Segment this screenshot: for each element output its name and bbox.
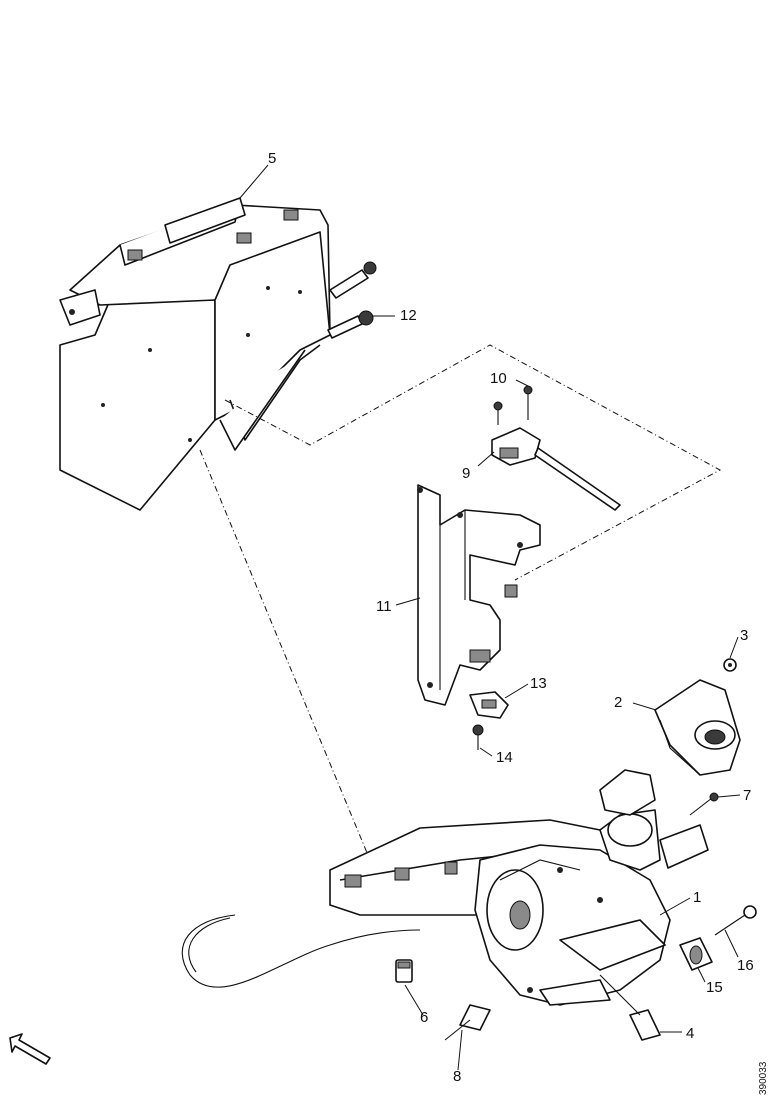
subassembly-outline (199, 344, 722, 861)
callout-11: 11 (376, 598, 392, 615)
callout-14: 14 (496, 749, 513, 766)
cable (181, 914, 421, 988)
part-2-ring-unit (654, 679, 741, 776)
callout-1: 1 (693, 889, 701, 906)
callout-15: 15 (706, 979, 723, 996)
part-8-switch (444, 1004, 491, 1041)
part-11-mounting-plate (417, 484, 541, 706)
part-1-main-assembly (329, 769, 709, 1006)
part-9-sensor (491, 427, 621, 511)
part-15-bushing (679, 937, 713, 971)
callout-2: 2 (614, 694, 622, 711)
part-12-bolts (327, 261, 377, 339)
part-16-bolt (714, 905, 757, 936)
callout-7: 7 (743, 787, 751, 804)
part-10-screws (493, 385, 533, 425)
part-6-bushing (395, 959, 413, 983)
callout-8: 8 (453, 1068, 461, 1085)
callout-labels: 5 12 10 9 11 13 14 2 3 7 1 16 15 4 6 8 (268, 150, 754, 1085)
part-4-bolt (599, 974, 661, 1041)
reference-number: 390033 (758, 1061, 769, 1095)
leader-lines (239, 164, 741, 1071)
part-3-nut (723, 658, 737, 672)
callout-16: 16 (737, 957, 754, 974)
part-14-screw (472, 724, 484, 750)
part-7-screw (689, 792, 719, 816)
forward-direction-arrow-icon (9, 1033, 51, 1065)
part-13-clip (469, 691, 509, 719)
callout-12: 12 (400, 307, 417, 324)
callout-5: 5 (268, 150, 276, 167)
callout-6: 6 (420, 1009, 428, 1026)
part-5-upper-bracket (59, 197, 331, 511)
callout-4: 4 (686, 1025, 694, 1042)
callout-9: 9 (462, 465, 470, 482)
callout-10: 10 (490, 370, 507, 387)
callout-13: 13 (530, 675, 547, 692)
callout-3: 3 (740, 627, 748, 644)
